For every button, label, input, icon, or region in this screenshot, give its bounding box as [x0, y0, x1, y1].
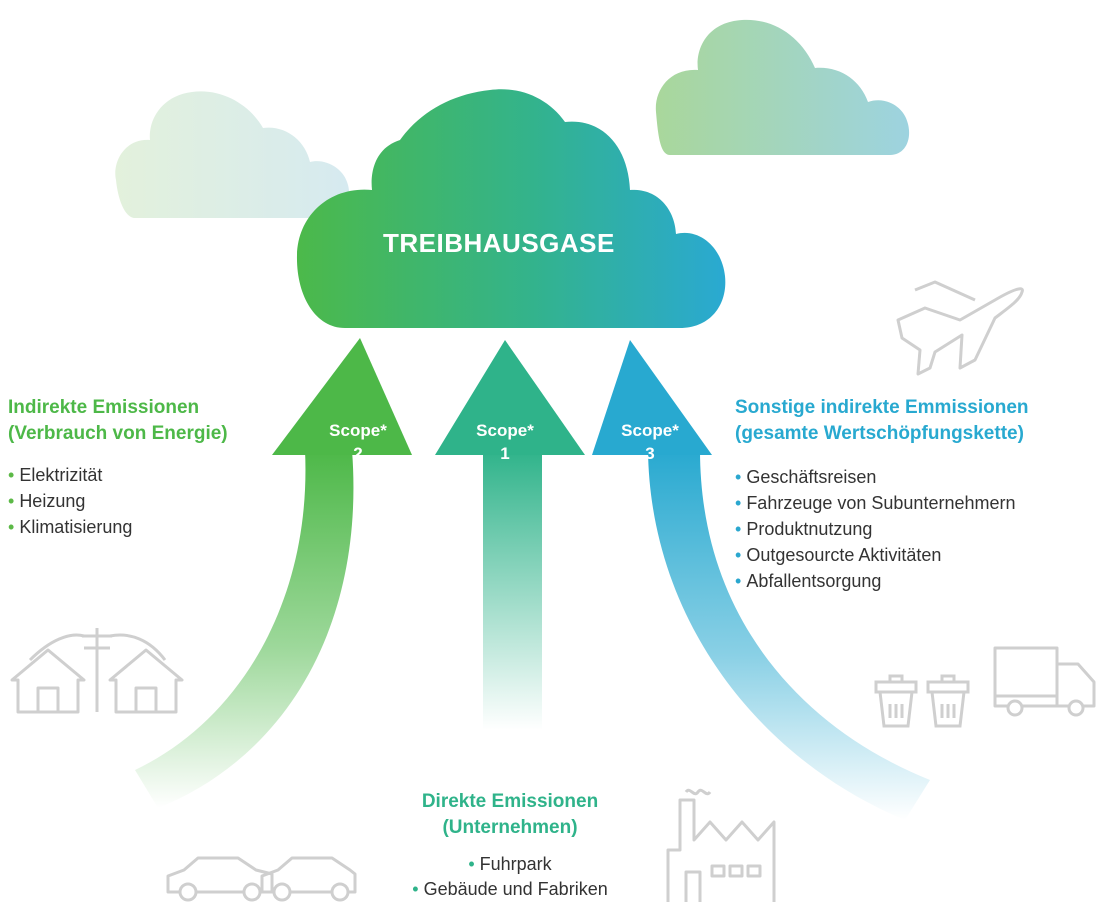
scope-number: 3: [645, 444, 655, 463]
trash-can-icon: [926, 674, 970, 728]
list-item: Outgesourcte Aktivitäten: [735, 542, 1016, 568]
factory-icon: [666, 788, 776, 902]
arrow-scope-1: [435, 340, 585, 730]
car-icon: [166, 856, 274, 902]
list-item: Heizung: [8, 488, 132, 514]
truck-icon: [993, 646, 1096, 717]
scope-2-label: Scope* 2: [318, 419, 398, 465]
scope-word: Scope*: [621, 421, 679, 440]
heading-line: Sonstige indirekte Emmissionen: [735, 397, 1029, 418]
diagram-title: TREIBHAUSGASE: [383, 228, 615, 258]
scope-word: Scope*: [476, 421, 534, 440]
scope-3-label: Scope* 3: [610, 419, 690, 465]
heading-line: Direkte Emissionen: [421, 791, 599, 812]
direct-heading: Direkte Emissionen (Unternehmen): [395, 789, 625, 841]
list-item: Fahrzeuge von Subunternehmern: [735, 490, 1015, 516]
list-item: Fuhrpark: [385, 852, 635, 877]
arrow-scope-2: [135, 338, 412, 808]
scope-number: 1: [500, 444, 510, 463]
heading-line: (gesamte Wertschöpfungskette): [735, 423, 1024, 444]
scope-word: Scope*: [329, 421, 387, 440]
houses-power-line-icon: [10, 628, 184, 714]
arrow-scope-3: [592, 340, 930, 820]
heading-line: Indirekte Emissionen: [8, 397, 200, 418]
other-indirect-list: Geschäftsreisen Fahrzeuge von Subunterne…: [735, 464, 1016, 594]
airplane-icon: [896, 280, 1024, 376]
list-item: Klimatisierung: [8, 514, 132, 540]
cloud-icon: [655, 19, 910, 155]
car-icon: [260, 856, 357, 902]
direct-list: Fuhrpark Gebäude und Fabriken: [385, 852, 635, 902]
heading-line: (Verbrauch von Energie): [8, 423, 228, 444]
heading-line: (Unternehmen): [442, 817, 578, 838]
list-item: Gebäude und Fabriken: [385, 877, 635, 902]
other-indirect-heading: Sonstige indirekte Emmissionen (gesamte …: [735, 395, 1029, 447]
trash-can-icon: [874, 674, 918, 728]
list-item: Abfallentsorgung: [735, 568, 1016, 594]
indirect-energy-heading: Indirekte Emissionen (Verbrauch von Ener…: [8, 395, 228, 447]
list-item: Produktnutzung: [735, 516, 1016, 542]
scope-number: 2: [353, 444, 363, 463]
scope-1-label: Scope* 1: [465, 419, 545, 465]
list-item: Geschäftsreisen: [735, 464, 1016, 490]
indirect-energy-list: Elektrizität Heizung Klimatisierung: [8, 462, 132, 540]
cloud-icon: [296, 89, 726, 328]
cloud-icon: [115, 91, 350, 218]
list-item: Elektrizität: [8, 462, 132, 488]
